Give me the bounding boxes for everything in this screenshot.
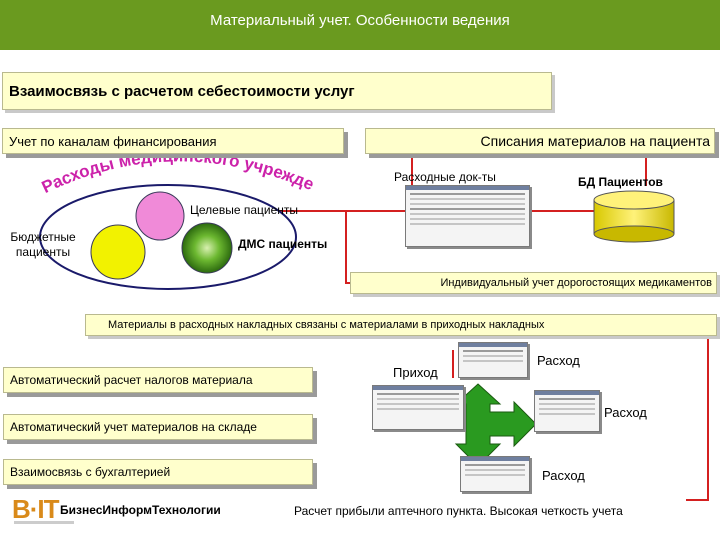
patient-writeoff-text: Списания материалов на пациента [480, 133, 710, 149]
headline-text: Взаимосвязь с расчетом себестоимости усл… [9, 82, 355, 100]
individual-accounting-box: Индивидуальный учет дорогостоящих медика… [350, 272, 717, 294]
individual-accounting-text: Индивидуальный учет дорогостоящих медика… [440, 277, 712, 289]
slide-title-bar: Материальный учет. Особенности ведения [0, 0, 720, 50]
green-circle [181, 222, 233, 274]
funding-channels-box: Учет по каналам финансирования [2, 128, 344, 154]
double-arrow [454, 383, 537, 467]
expense-invoice-screenshot-1 [458, 342, 528, 378]
expense-label-1: Расход [537, 353, 580, 368]
materials-link-box: Материалы в расходных накладных связаны … [85, 314, 717, 336]
patient-groups-ellipse [39, 184, 297, 290]
headline-box: Взаимосвязь с расчетом себестоимости усл… [2, 72, 552, 110]
pharmacy-note: Расчет прибыли аптечного пункта. Высокая… [294, 504, 623, 518]
yellow-circle [90, 224, 146, 280]
target-patients-label: Целевые пациенты [190, 203, 299, 217]
dms-patients-label: ДМС пациенты [238, 237, 328, 251]
patient-writeoff-box: Списания материалов на пациента [365, 128, 715, 154]
auto-stock-text: Автоматический учет материалов на складе [10, 420, 257, 434]
income-invoice-screenshot [372, 385, 464, 430]
connector-target-patients [280, 210, 352, 284]
logo-underline [14, 521, 74, 524]
expense-invoice-screenshot-3 [460, 456, 530, 492]
expense-docs-label: Расходные док-ты [394, 170, 496, 184]
expense-docs-screenshot [405, 185, 530, 247]
expense-label-3: Расход [542, 468, 585, 483]
expense-invoice-screenshot-2 [534, 390, 600, 432]
patients-db-label: БД Пациентов [578, 175, 663, 189]
budget-patients-label: Бюджетные пациенты [10, 230, 76, 259]
company-logo: B·IT [12, 493, 74, 524]
connector-materials-loop [686, 338, 709, 501]
logo-mark: B·IT [12, 493, 60, 524]
auto-stock-box: Автоматический учет материалов на складе [3, 414, 313, 440]
auto-tax-box: Автоматический расчет налогов материала [3, 367, 313, 393]
pink-circle [135, 191, 185, 241]
auto-tax-text: Автоматический расчет налогов материала [10, 373, 253, 387]
expense-label-2: Расход [604, 405, 647, 420]
company-name: БизнесИнформТехнологии [60, 503, 221, 517]
materials-link-text: Материалы в расходных накладных связаны … [108, 319, 545, 331]
accounting-link-box: Взаимосвязь с бухгалтерией [3, 459, 313, 485]
income-label: Приход [393, 365, 438, 380]
slide-title: Материальный учет. Особенности ведения [210, 11, 510, 29]
accounting-link-text: Взаимосвязь с бухгалтерией [10, 465, 171, 479]
database-cylinder [593, 190, 675, 243]
funding-channels-text: Учет по каналам финансирования [9, 133, 217, 149]
